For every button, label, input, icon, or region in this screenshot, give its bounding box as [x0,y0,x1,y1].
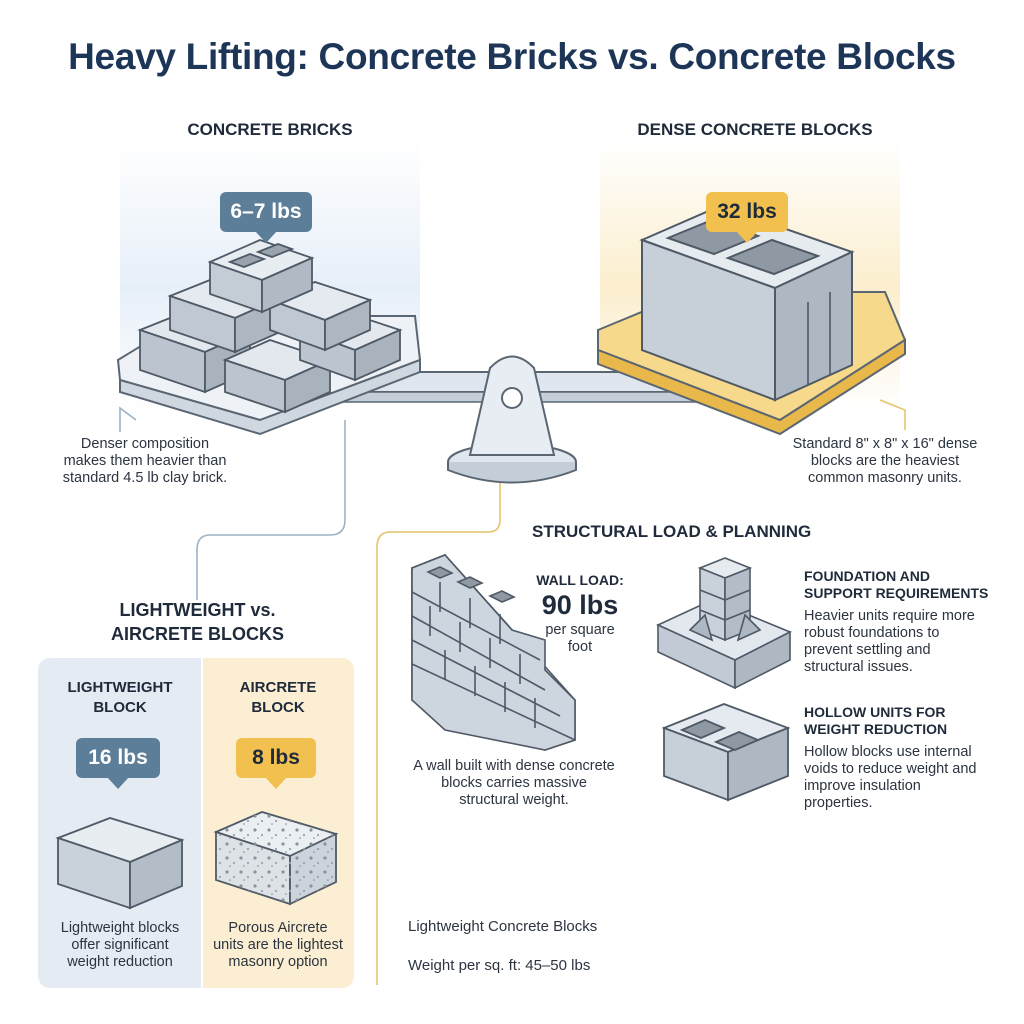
aircrete-block-weight-badge: 8 lbs [236,738,316,789]
footer-weight: Weight per sq. ft: 45–50 lbs [408,957,591,974]
foundation-heading: FOUNDATION AND SUPPORT REQUIREMENTS [804,568,989,601]
foundation-illustration [656,557,792,690]
wall-load-value: 90 lbs [541,590,619,620]
bricks-weight-badge: 6–7 lbs [220,192,312,243]
foundation-description: Heavier units require more robust founda… [804,608,975,675]
block-wall-illustration [411,553,576,751]
wall-load-unit: per square foot [545,622,615,655]
dense-blocks-heading: DENSE CONCRETE BLOCKS [637,120,873,139]
hollow-description: Hollow blocks use internal voids to redu… [804,744,977,811]
lightweight-block-weight-badge: 16 lbs [76,738,160,789]
hollow-heading: HOLLOW UNITS FOR WEIGHT REDUCTION [804,704,948,737]
aircrete-block-heading: AIRCRETE BLOCK [239,679,317,716]
lightweight-section-heading: LIGHTWEIGHT vs. AIRCRETE BLOCKS [110,600,284,644]
footer-label: Lightweight Concrete Blocks [408,918,598,935]
lightweight-block-heading: LIGHTWEIGHT BLOCK [67,679,173,716]
wall-load-label: WALL LOAD: [536,572,624,588]
lightweight-block-description: Lightweight blocks offer significant wei… [60,920,180,970]
bricks-heading: CONCRETE BRICKS [187,120,353,139]
wall-caption: A wall built with dense concrete blocks … [413,758,615,808]
dense-blocks-weight-badge: 32 lbs [706,192,788,243]
panel-divider [201,658,203,988]
aircrete-block-description: Porous Aircrete units are the lightest m… [213,920,343,970]
dense-blocks-description: Standard 8" x 8" x 16" dense blocks are … [792,436,978,486]
bricks-description: Denser composition makes them heavier th… [62,436,228,486]
aircrete-block-illustration [213,811,339,906]
structural-heading: STRUCTURAL LOAD & PLANNING [532,522,812,541]
hollow-block-illustration [661,703,791,802]
dense-concrete-block [639,204,855,402]
lightweight-block-illustration [55,817,185,910]
page-title: Heavy Lifting: Concrete Bricks vs. Concr… [68,36,956,77]
connector-lines [119,399,906,985]
concrete-bricks-stack [137,239,403,414]
